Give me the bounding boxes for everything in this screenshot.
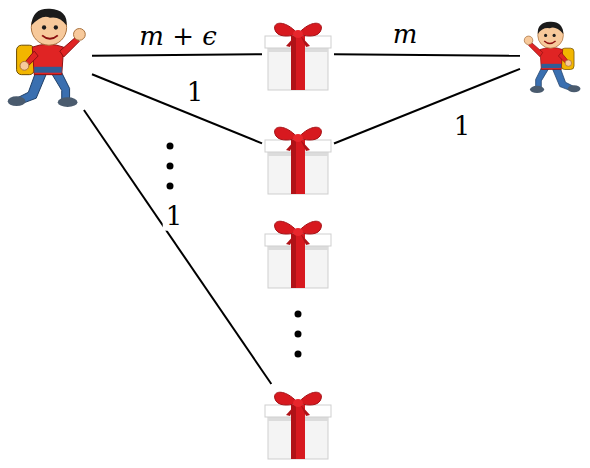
gift-box: [262, 120, 334, 196]
edge-weight: m: [390, 20, 421, 49]
ellipsis-dot: [167, 183, 174, 190]
gift-box-art: [265, 127, 331, 194]
ellipsis-dot: [295, 351, 302, 358]
ellipsis-dot: [167, 143, 174, 150]
connector-line: [84, 110, 271, 384]
gift-box-art: [265, 23, 331, 90]
boy-figure: [2, 2, 92, 110]
connector-line: [334, 69, 520, 144]
edge-weight: 1: [184, 78, 207, 107]
ellipsis-dot: [295, 331, 302, 338]
gift-box-art: [262, 384, 334, 462]
boy-figure: [520, 4, 584, 108]
gift-box: [262, 16, 334, 92]
connector-line: [92, 54, 262, 55]
ellipsis-dot: [167, 163, 174, 170]
boy-figure-art: [520, 4, 584, 108]
edge-weight: 1: [451, 112, 474, 141]
boy-figure-art: [2, 2, 92, 110]
boy-figure-art: [8, 9, 86, 107]
gift-box: [262, 384, 334, 462]
gift-box-art: [262, 120, 334, 196]
gift-box-art: [265, 221, 331, 288]
gift-box-art: [262, 16, 334, 92]
edge-weight: 1: [163, 202, 186, 231]
gift-box-art: [262, 214, 334, 290]
gift-box: [262, 214, 334, 290]
boy-figure-art: [524, 22, 580, 93]
gift-box-art: [265, 392, 331, 459]
edge-weight: m + ϵ: [136, 22, 220, 51]
connector-line: [92, 74, 262, 143]
connector-line: [334, 54, 520, 55]
ellipsis-dot: [295, 311, 302, 318]
